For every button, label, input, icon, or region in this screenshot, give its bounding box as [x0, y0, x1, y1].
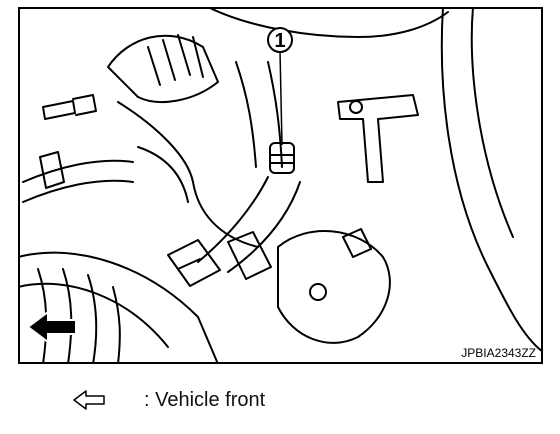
- sensor-stub: [342, 228, 372, 258]
- right-housing: [440, 7, 543, 353]
- vertical-hose: [235, 61, 283, 168]
- figure-frame: [18, 7, 543, 364]
- left-pipe: [22, 159, 134, 203]
- diagonal-hose: [197, 176, 301, 273]
- left-clamp: [39, 151, 65, 189]
- mounting-bracket: [337, 94, 419, 183]
- legend: : Vehicle front: [72, 384, 265, 416]
- callout-circle: [267, 27, 293, 53]
- lower-clamp-band: [227, 231, 272, 280]
- upper-hose-ribs: [147, 34, 204, 86]
- bracket-bolt: [349, 100, 363, 114]
- engine-hose-illustration: 1 JPBIA2343ZZ: [18, 7, 543, 364]
- arrow-left-outline-icon: [26, 310, 77, 344]
- air-duct: [18, 251, 219, 364]
- bolt: [42, 94, 97, 120]
- throttle-fastener: [309, 283, 327, 301]
- connector-rings: [269, 154, 295, 164]
- callout-number: 1: [274, 30, 285, 52]
- throttle-body: [277, 230, 391, 344]
- upper-frame: [207, 7, 449, 38]
- legend-label: : Vehicle front: [144, 388, 266, 411]
- illustration-canvas: 1 JPBIA2343ZZ: [18, 7, 543, 364]
- lower-clamp: [167, 239, 221, 287]
- figure-code: JPBIA2343ZZ: [461, 346, 536, 360]
- callout-leader-line: [279, 50, 283, 146]
- upper-hose: [107, 34, 219, 103]
- arrow-left-outline-icon: [73, 390, 105, 410]
- intake-body: [117, 101, 259, 248]
